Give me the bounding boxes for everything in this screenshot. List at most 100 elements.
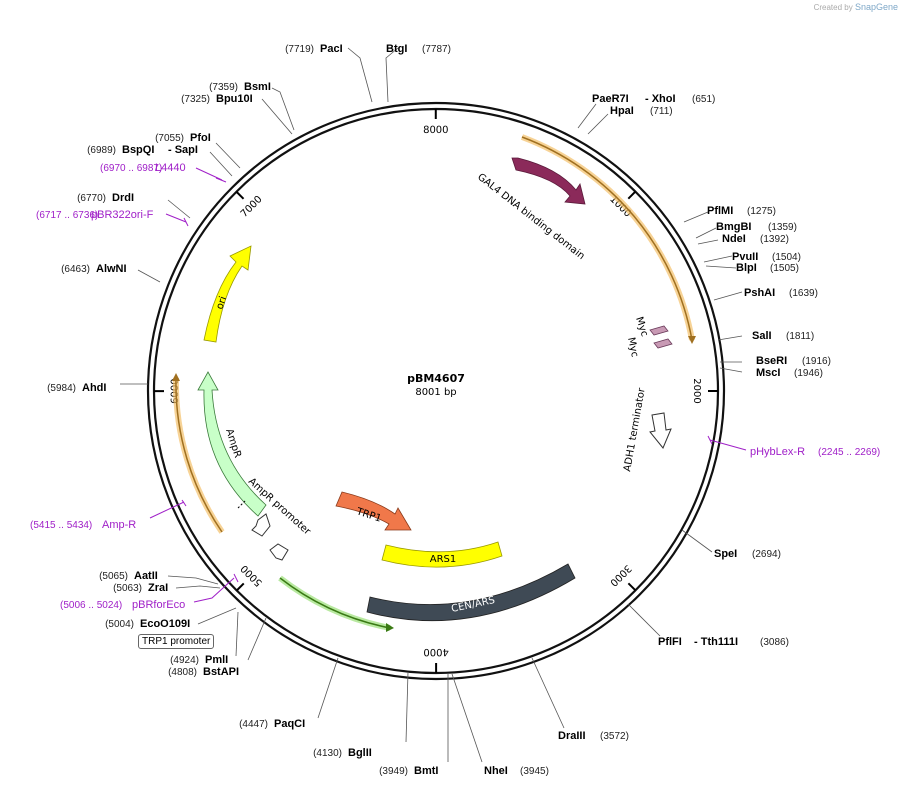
primer-leader-lines [149,167,747,603]
plasmid-name: pBM4607 [407,372,465,385]
orange-arc-left-arrow [172,373,180,381]
site-pfoi-pos: (7055) [155,133,184,144]
primer-pbr322ori-range: (6717 .. 6736) [36,210,98,221]
site-labels: (7719) PacI BtgI (7787) (7359) BsmI (732… [30,43,880,777]
site-ecoo109i-name: EcoO109I [140,618,190,630]
feature-myc-2 [653,338,673,349]
site-btgi-name: BtgI [386,43,407,55]
green-arc-bottom-line [279,577,391,629]
site-bsmi-name: BsmI [244,81,271,93]
site-aatii-pos: (5065) [99,571,128,582]
site-ecoo109i-pos: (5004) [105,619,134,630]
tick-mark [627,582,637,592]
primer-ampr-name: Amp-R [102,519,136,531]
feature-ampr-promoter-2 [269,543,289,561]
credit-prefix: Created by [813,3,853,12]
site-paci-name: PacI [320,43,343,55]
site-bseri-pos: (1916) [802,356,831,367]
site-tth111i-name: - Tth111I [694,636,738,648]
primer-l4440-range: (6970 .. 6987) [100,163,162,174]
site-alwni-pos: (6463) [61,264,90,275]
site-pflfi-name: PflFI [658,636,682,648]
site-pflmi-name: PflMI [707,205,733,217]
feature-cen-ars [366,563,576,622]
site-zrai-name: ZraI [148,582,168,594]
site-hpai-pos: (711) [650,106,673,117]
site-pshai-name: PshAI [744,287,775,299]
site-ahdi-name: AhdI [82,382,106,394]
feature-adh1 [649,412,672,449]
tick-mark [627,190,637,200]
site-bglii-name: BglII [348,747,372,759]
site-nhei-pos: (3945) [520,766,549,777]
plasmid-length: 8001 bp [415,387,456,398]
feature-adh1-label: ADH1 terminator [622,386,648,472]
site-sapi-name: - SapI [168,144,198,156]
trp1-promoter-label: TRP1 promoter [138,634,215,649]
site-bsmi-pos: (7359) [209,82,238,93]
site-bspqi-pos: (6989) [87,145,116,156]
site-pmli-pos: (4924) [170,655,199,666]
site-paqci-pos: (4447) [239,719,268,730]
site-bmgbi-name: BmgBI [716,221,751,233]
site-bstapi-name: BstAPI [203,666,239,678]
site-sali-name: SalI [752,330,772,342]
site-ndei-pos: (1392) [760,234,789,245]
site-ndei-name: NdeI [722,233,746,245]
feature-myc-2-label: Myc [625,336,640,358]
site-pvuii-pos: (1504) [772,252,801,263]
site-bmti-pos: (3949) [379,766,408,777]
site-zrai-pos: (5063) [113,583,142,594]
feature-trp1 [335,491,412,531]
primer-phyblexr-name: pHybLex-R [750,446,805,458]
tick-mark [235,582,245,592]
primer-l4440-name: L4440 [155,162,186,174]
site-drdi-name: DrdI [112,192,134,204]
site-hpai-name: HpaI [610,105,634,117]
feature-ori [203,245,252,343]
site-paer7i-pos: (651) [692,94,715,105]
site-spei-pos: (2694) [752,549,781,560]
site-bglii-pos: (4130) [313,748,342,759]
site-btgi-pos: (7787) [422,44,451,55]
feature-myc-1 [649,325,669,336]
primer-pbrforeco-range: (5006 .. 5024) [60,600,122,611]
site-blpi-name: BlpI [736,262,757,274]
primer-pbr322ori-name: pBR322ori-F [91,209,154,221]
site-draiii-name: DraIII [558,730,586,742]
site-bpu10i-name: Bpu10I [216,93,253,105]
site-alwni-name: AlwNI [96,263,127,275]
feature-ampr-promoter-1 [251,513,271,537]
site-paqci-name: PaqCI [274,718,305,730]
site-bmgbi-pos: (1359) [768,222,797,233]
site-pfoi-name: PfoI [190,132,211,144]
tick-label: 4000 [423,646,448,657]
tick-label: 8000 [423,125,448,136]
site-bstapi-pos: (4808) [168,667,197,678]
site-sali-pos: (1811) [786,331,814,342]
feature-myc-1-label: Myc [633,316,650,338]
site-drdi-pos: (6770) [77,193,106,204]
site-bpu10i-pos: (7325) [181,94,210,105]
site-paci-pos: (7719) [285,44,314,55]
site-draiii-pos: (3572) [600,731,629,742]
site-pshai-pos: (1639) [789,288,818,299]
feature-ampr-dash [237,499,247,509]
feature-ars1 [381,541,503,568]
primer-ampr-range: (5415 .. 5434) [30,520,92,531]
site-bspqi-name: BspQI [122,144,154,156]
site-nhei-name: NheI [484,765,508,777]
site-msci-pos: (1946) [794,368,823,379]
site-pflmi-pos: (1275) [747,206,776,217]
site-leader-lines [120,47,743,763]
tick-label: 2000 [691,378,702,403]
orange-arc-top-arrow [688,336,696,344]
site-blpi-pos: (1505) [770,263,799,274]
feature-ampr [197,371,267,517]
site-paer7i-name: PaeR7I [592,93,629,105]
feature-ori-label: ori [214,295,229,311]
credit-brand: SnapGene [854,2,898,12]
primer-pbrforeco-name: pBRforEco [132,599,185,611]
tick-mark [235,191,245,200]
